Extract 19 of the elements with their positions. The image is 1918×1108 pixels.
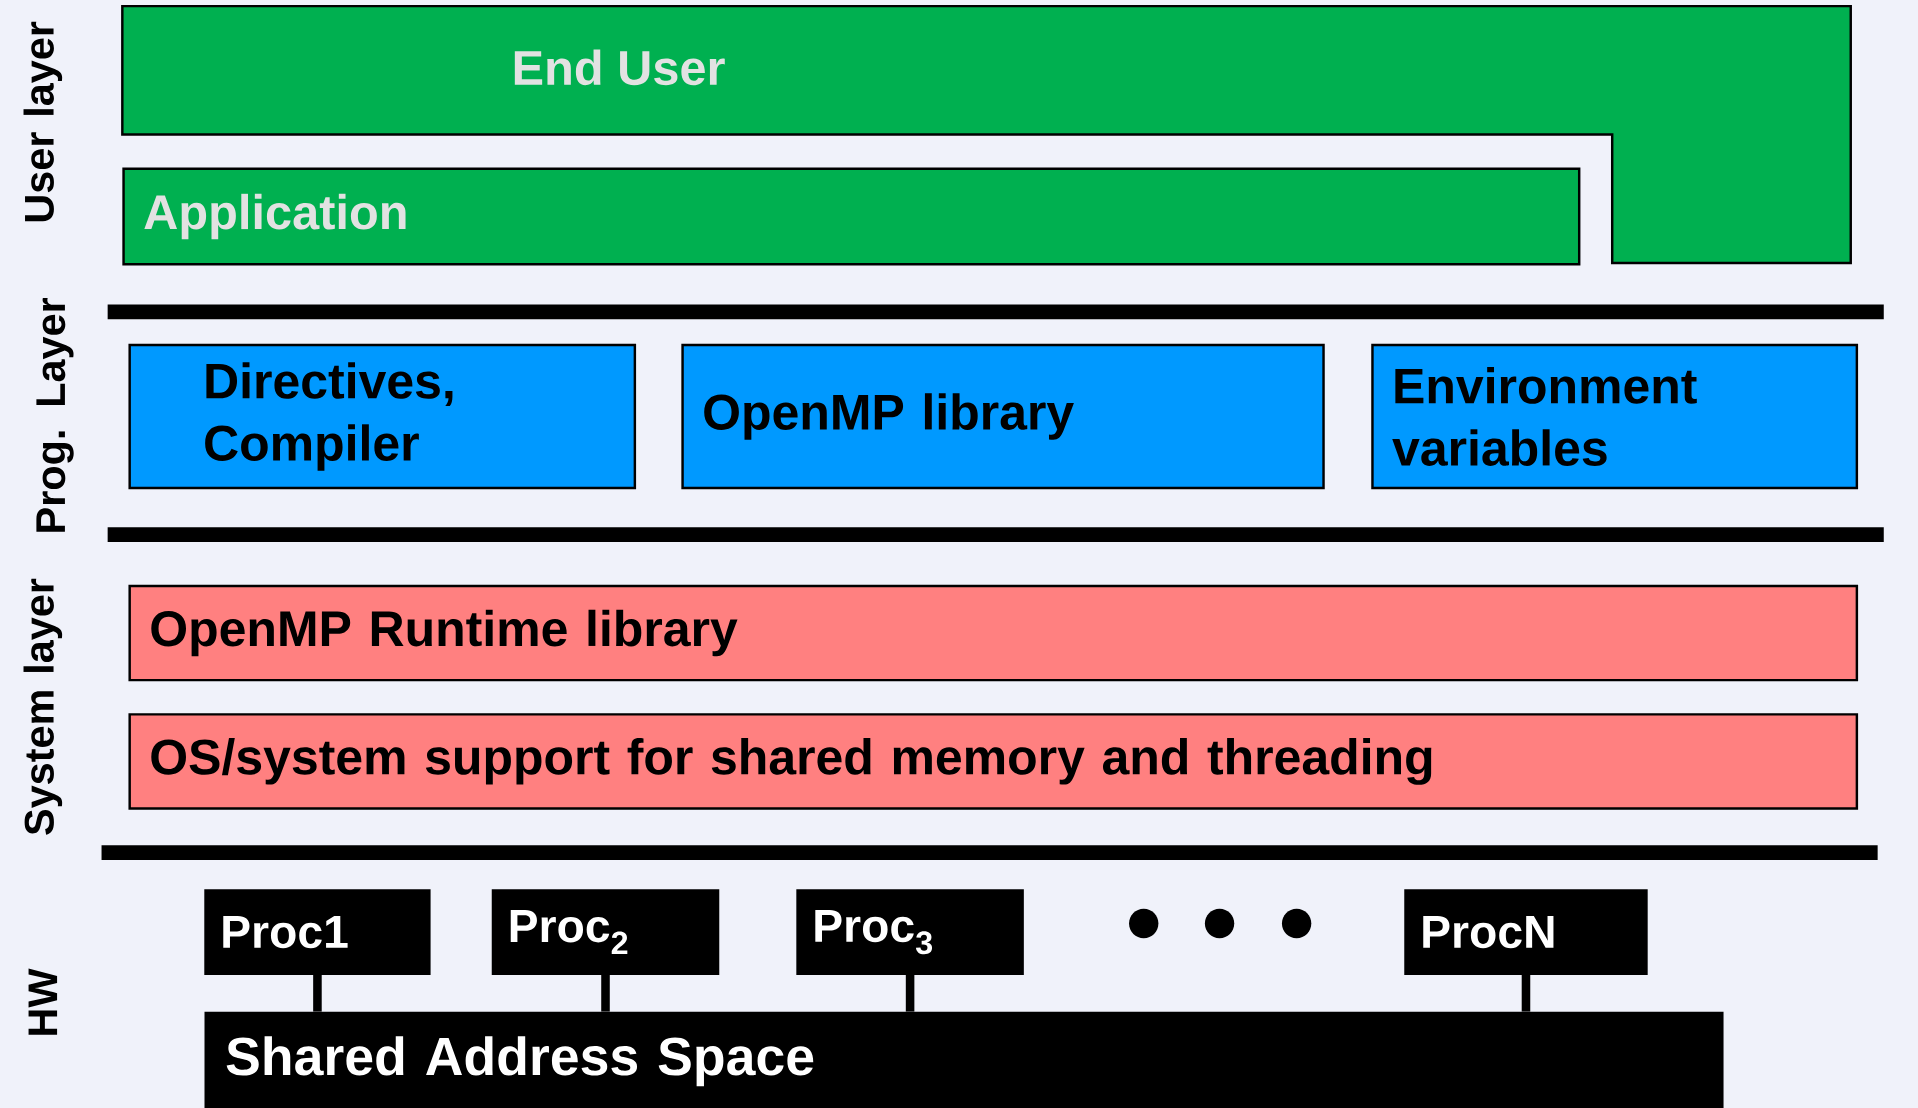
layer-label: HW [28, 968, 58, 1035]
layer-box: Environment variables [1371, 343, 1859, 490]
processor-box: Proc1 [204, 889, 431, 975]
layer-label: Prog. Layer [36, 297, 74, 532]
layer-box: Application [122, 167, 1581, 266]
layer-box: OS/system support for shared memory and threading [128, 713, 1859, 810]
processor-box: Proc$_{2}$ [491, 889, 720, 975]
memory-box: Shared Address Space [204, 1011, 1724, 1108]
layer-label: User layer [23, 21, 63, 222]
processor-box: ProcN [1404, 889, 1648, 975]
layer-box: OpenMP Runtime library [128, 584, 1859, 682]
layer-label: System layer [23, 578, 63, 835]
connector-line [313, 974, 322, 1012]
layer-box: OpenMP library [681, 343, 1325, 490]
connector-line [905, 974, 915, 1012]
processor-box: Proc$_{3}$ [796, 889, 1024, 975]
connector-line [1521, 974, 1531, 1012]
layer-box: Directives, Compiler [128, 343, 637, 490]
connector-line [601, 974, 610, 1012]
